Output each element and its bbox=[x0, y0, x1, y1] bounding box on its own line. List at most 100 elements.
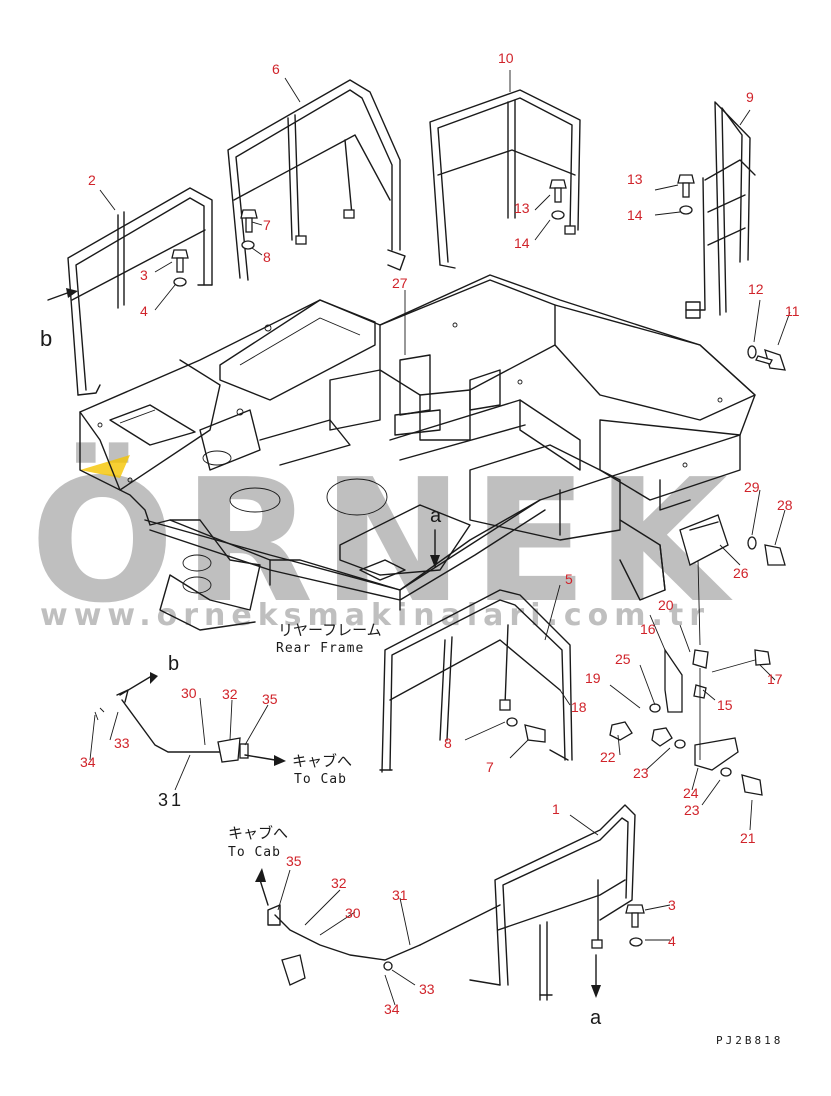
rear-frame-label-en: Rear Frame bbox=[276, 641, 364, 656]
bolt-17-icon bbox=[754, 649, 771, 666]
washer-25-icon bbox=[649, 703, 661, 713]
bracket-24-icon bbox=[694, 737, 739, 771]
bracket-16-icon bbox=[664, 647, 683, 713]
callout-20: 20 bbox=[658, 597, 674, 613]
callout-17: 17 bbox=[767, 671, 783, 687]
callout-15: 15 bbox=[717, 697, 733, 713]
ref-a-bottom: a bbox=[590, 1007, 602, 1029]
washer-14-icon bbox=[551, 210, 565, 220]
washer-29-icon bbox=[747, 536, 757, 550]
callout-24: 24 bbox=[683, 785, 699, 801]
callout-4b: 4 bbox=[668, 933, 676, 949]
handrail-6 bbox=[227, 79, 406, 281]
callout-32: 32 bbox=[222, 686, 238, 702]
callout-34b: 34 bbox=[384, 1001, 400, 1017]
callout-25: 25 bbox=[615, 651, 631, 667]
callout-19: 19 bbox=[585, 670, 601, 686]
washer-14b-icon bbox=[679, 205, 693, 215]
bracket-26-icon bbox=[679, 514, 729, 566]
washer-4-icon bbox=[173, 277, 187, 287]
washer-12-icon bbox=[747, 345, 757, 359]
washer-8b-icon bbox=[506, 717, 518, 727]
watermark-url: www.orneksmakinalari.com.tr bbox=[40, 598, 710, 633]
ref-a-top: a bbox=[430, 505, 442, 527]
callout-35b: 35 bbox=[286, 853, 302, 869]
callout-12: 12 bbox=[748, 281, 764, 297]
callout-32b: 32 bbox=[331, 875, 347, 891]
callout-34: 34 bbox=[80, 754, 96, 770]
ref-b-cable: b bbox=[168, 653, 179, 675]
handrail-10 bbox=[429, 89, 581, 269]
callout-8b: 8 bbox=[444, 735, 452, 751]
callout-26: 26 bbox=[733, 565, 749, 581]
callout-23b: 23 bbox=[684, 802, 700, 818]
washer-33b-icon bbox=[383, 961, 393, 971]
watermark: ÖRNEK www.orneksmakinalari.com.tr bbox=[30, 442, 728, 641]
callout-31b: 31 bbox=[392, 887, 408, 903]
bolt-13-icon bbox=[549, 179, 567, 189]
callout-11: 11 bbox=[785, 303, 800, 319]
to-cab-label-en-2: To Cab bbox=[228, 845, 281, 860]
rear-frame bbox=[79, 274, 756, 631]
fitting-20-icon bbox=[692, 649, 709, 669]
ref-b-left: b bbox=[40, 326, 52, 351]
washer-4b-icon bbox=[629, 937, 643, 947]
callout-10: 10 bbox=[498, 50, 514, 66]
bolt-3b-icon bbox=[625, 904, 645, 914]
callout-14: 14 bbox=[514, 235, 530, 251]
callout-numbers: 1 2 3 3 4 4 5 6 7 7 8 8 9 10 11 12 13 13… bbox=[80, 50, 800, 1017]
arrows bbox=[47, 288, 601, 998]
callout-3: 3 bbox=[140, 267, 148, 283]
leader-lines bbox=[89, 70, 791, 1006]
text-labels: リヤーフレーム Rear Frame キャブへ To Cab キャブへ To C… bbox=[40, 326, 783, 1047]
callout-5: 5 bbox=[565, 571, 573, 587]
watermark-accent-icon bbox=[80, 455, 130, 478]
cable-31-label: 31 bbox=[158, 790, 184, 810]
callout-21: 21 bbox=[740, 830, 756, 846]
fasteners bbox=[171, 174, 786, 947]
rear-frame-label-jp: リヤーフレーム bbox=[278, 622, 382, 639]
handrail-5 bbox=[379, 589, 573, 773]
nut-22-icon bbox=[609, 721, 633, 741]
callout-30: 30 bbox=[181, 685, 197, 701]
nut-19-icon bbox=[651, 727, 673, 747]
to-cab-label-en-1: To Cab bbox=[294, 772, 347, 787]
bolt-7-icon bbox=[240, 209, 258, 219]
to-cab-label-jp-2: キャブへ bbox=[228, 824, 288, 842]
grommet-icon bbox=[281, 954, 306, 986]
callout-33: 33 bbox=[114, 735, 130, 751]
callout-29: 29 bbox=[744, 479, 760, 495]
callout-4: 4 bbox=[140, 303, 148, 319]
callout-7: 7 bbox=[263, 217, 271, 233]
callout-22: 22 bbox=[600, 749, 616, 765]
clip-32-icon bbox=[217, 737, 241, 763]
washer-23-icon bbox=[674, 739, 686, 749]
callout-30b: 30 bbox=[345, 905, 361, 921]
washer-8-icon bbox=[241, 240, 255, 250]
callout-2: 2 bbox=[88, 172, 96, 188]
bolt-7b-icon bbox=[524, 724, 546, 743]
callout-3b: 3 bbox=[668, 897, 676, 913]
callout-28: 28 bbox=[777, 497, 793, 513]
bolt-21-icon bbox=[741, 774, 763, 796]
callout-23: 23 bbox=[633, 765, 649, 781]
callout-9: 9 bbox=[746, 89, 754, 105]
callout-13b: 13 bbox=[627, 171, 643, 187]
bolt-13b-icon bbox=[677, 174, 695, 184]
bolt-3-icon bbox=[171, 249, 189, 273]
bolt-28-icon bbox=[764, 544, 786, 566]
cable-right bbox=[267, 904, 501, 986]
callout-1: 1 bbox=[552, 801, 560, 817]
callout-33b: 33 bbox=[419, 981, 435, 997]
callout-18: 18 bbox=[571, 699, 587, 715]
callout-27: 27 bbox=[392, 275, 408, 291]
washer-23b-icon bbox=[720, 767, 732, 777]
callout-14b: 14 bbox=[627, 207, 643, 223]
handrail-2 bbox=[67, 187, 213, 396]
callout-16: 16 bbox=[640, 621, 656, 637]
drawing-code: PJ2B818 bbox=[716, 1034, 783, 1047]
callout-13: 13 bbox=[514, 200, 530, 216]
clamp-35-icon bbox=[239, 743, 249, 759]
